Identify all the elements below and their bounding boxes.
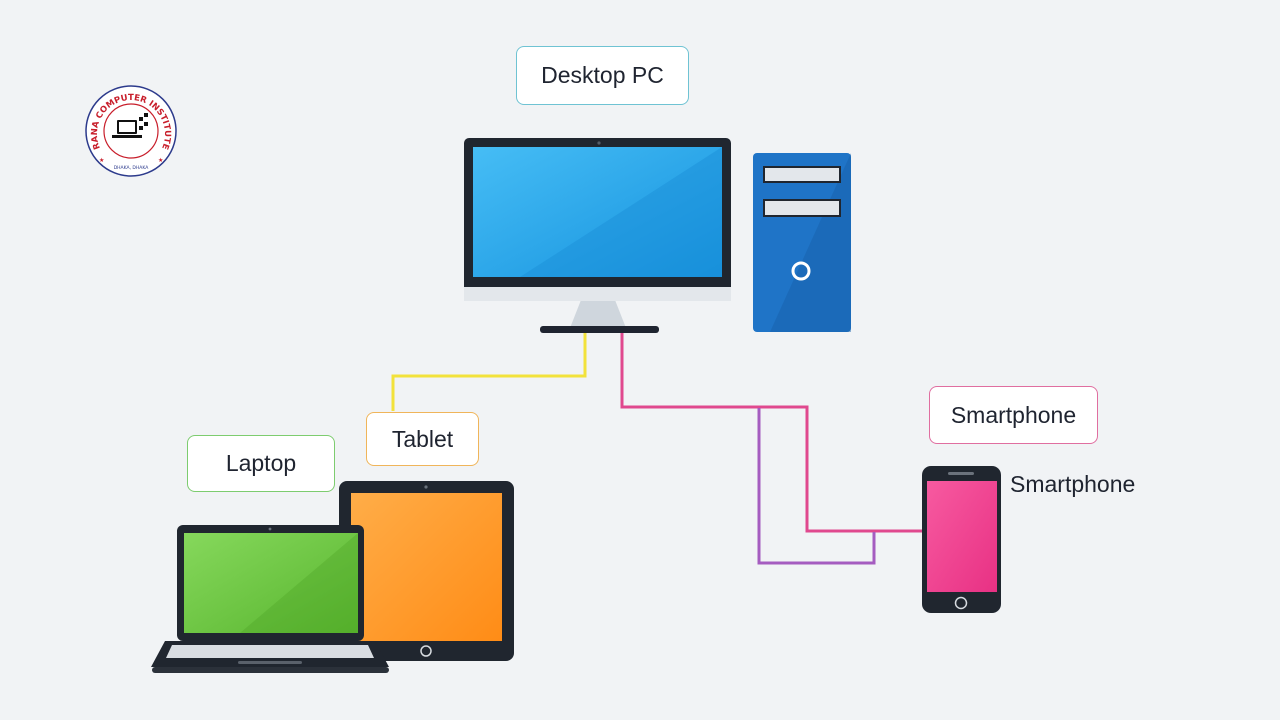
tablet-icon xyxy=(339,481,514,661)
laptop-label: Laptop xyxy=(187,435,335,492)
institute-logo-icon: RANA COMPUTER INSTITUTE DHAKA, DHAKA ★ ★ xyxy=(85,85,177,177)
svg-text:★: ★ xyxy=(99,157,104,164)
smartphone-side-label: Smartphone xyxy=(1010,471,1136,497)
monitor-icon xyxy=(464,138,731,333)
cable-desktop-tablet xyxy=(391,333,587,411)
smartphone-icon xyxy=(922,466,1001,613)
cable-desktop-smartphone-pink xyxy=(620,333,922,533)
svg-text:★: ★ xyxy=(158,157,163,164)
logo-sub-text: DHAKA, DHAKA xyxy=(114,165,150,171)
tablet-label: Tablet xyxy=(366,412,479,466)
cable-desktop-smartphone-purple xyxy=(757,408,876,565)
pc-tower-icon xyxy=(753,153,851,332)
laptop-icon xyxy=(151,525,389,673)
smartphone-label: Smartphone xyxy=(929,386,1098,444)
desktop-pc-label: Desktop PC xyxy=(516,46,689,105)
